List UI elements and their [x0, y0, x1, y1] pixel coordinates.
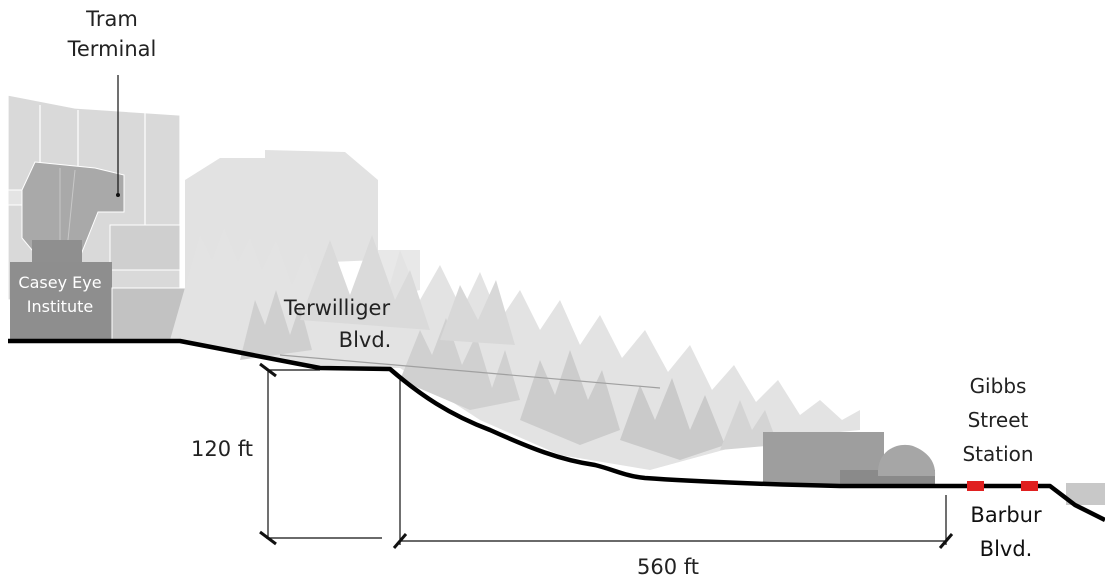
gibbs-label-line3: Station: [962, 442, 1033, 466]
tram-terminal-label-line2: Terminal: [67, 37, 157, 61]
terwilliger-label-line2: Blvd.: [339, 328, 392, 352]
gibbs-label-line1: Gibbs: [970, 374, 1027, 398]
height-dimension-label: 120 ft: [191, 437, 253, 461]
length-dimension-label: 560 ft: [637, 555, 699, 579]
tree-silhouettes: [170, 228, 860, 470]
barbur-label-line1: Barbur: [970, 503, 1042, 527]
casey-label-line1: Casey Eye: [18, 273, 101, 292]
station-marker-east: [1021, 481, 1038, 491]
barbur-buildings: [763, 432, 1105, 505]
tram-terminal-pointer: [116, 193, 120, 197]
station-marker-west: [967, 481, 984, 491]
gibbs-label-line2: Street: [968, 408, 1029, 432]
barbur-label-line2: Blvd.: [980, 537, 1033, 561]
ground-profile-line: [8, 338, 1105, 523]
length-dimension: [392, 380, 954, 549]
casey-eye-building: [10, 262, 112, 340]
terwilliger-label-line1: Terwilliger: [283, 296, 391, 320]
tram-terminal-label-line1: Tram: [85, 7, 138, 31]
height-dimension: [259, 362, 382, 546]
casey-label-line2: Institute: [27, 297, 93, 316]
tram-cable: [279, 354, 661, 389]
hospital-complex: [7, 94, 194, 341]
